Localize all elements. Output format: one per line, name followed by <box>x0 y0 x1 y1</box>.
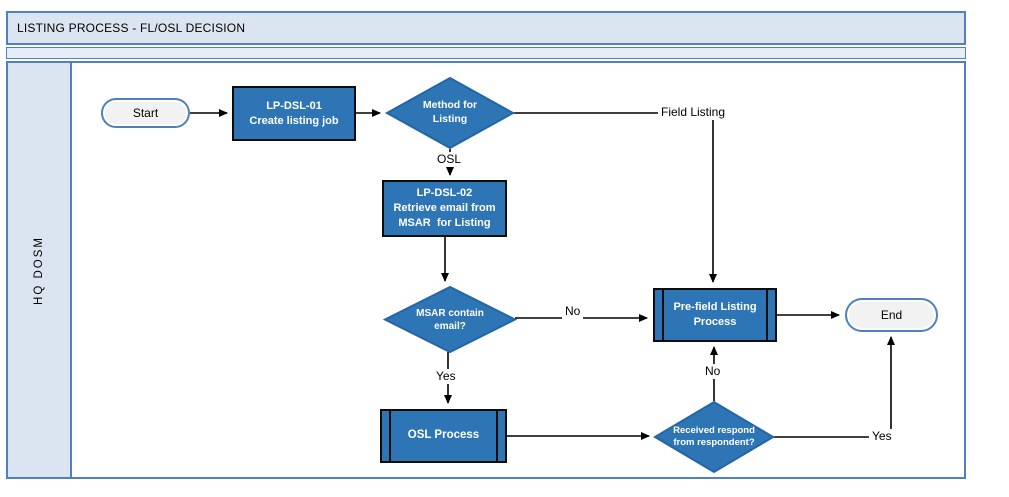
process-lp-dsl-01: LP-DSL-01 Create listing job <box>232 86 356 141</box>
subprocess-right-stripe <box>766 290 768 340</box>
pre-field-listing-label: Pre-field Listing Process <box>673 301 757 328</box>
subprocess-left-stripe <box>389 411 391 461</box>
title-sub-band <box>6 47 966 59</box>
diagram-title: LISTING PROCESS - FL/OSL DECISION <box>17 21 246 35</box>
subprocess-right-stripe <box>496 411 498 461</box>
subprocess-left-stripe <box>662 290 664 340</box>
decision-msar-contain-email: MSAR contain email? <box>416 308 484 332</box>
edge-label-msar-yes: Yes <box>433 369 459 384</box>
start-terminator: Start <box>101 98 190 128</box>
edge-label-field-listing: Field Listing <box>658 105 729 120</box>
subprocess-osl-process: OSL Process <box>380 409 507 463</box>
decision-method-for-listing: Method for Listing <box>422 99 478 125</box>
diagram-title-bar: LISTING PROCESS - FL/OSL DECISION <box>6 11 966 45</box>
edge-label-msar-no: No <box>562 304 584 319</box>
edge-label-osl: OSL <box>434 152 465 167</box>
end-terminator: End <box>845 298 938 332</box>
edge-label-received-yes: Yes <box>869 429 895 444</box>
swimlane-label: HQ DOSM <box>33 235 45 305</box>
decision-received-respond: Received respond from respondent? <box>673 424 755 448</box>
subprocess-pre-field-listing: Pre-field Listing Process <box>653 288 777 342</box>
swimlane-header: HQ DOSM <box>8 63 72 477</box>
osl-process-label: OSL Process <box>407 429 480 442</box>
edge-label-received-no: No <box>702 364 724 379</box>
start-label: Start <box>132 106 159 120</box>
process-lp-dsl-02: LP-DSL-02 Retrieve email from MSAR for L… <box>382 180 507 237</box>
end-label: End <box>880 308 903 322</box>
